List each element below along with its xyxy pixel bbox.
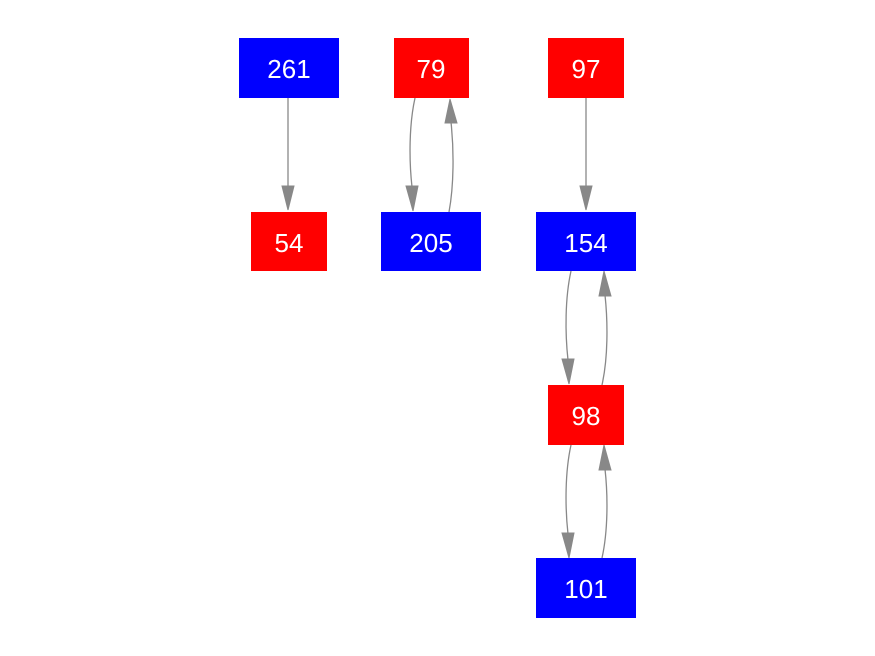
edge-79-205 — [405, 97, 419, 212]
edge-101-98 — [598, 444, 612, 559]
node-261: 261 — [239, 38, 339, 98]
node-label: 98 — [572, 401, 601, 431]
node-79: 79 — [394, 38, 469, 98]
node-97: 97 — [548, 38, 624, 98]
node-98: 98 — [548, 385, 624, 445]
edge-97-154 — [579, 98, 593, 211]
node-54: 54 — [251, 212, 327, 271]
node-label: 101 — [564, 574, 607, 604]
edge-154-98 — [561, 270, 575, 385]
node-label: 154 — [564, 228, 607, 258]
edge-98-101 — [561, 444, 575, 559]
node-label: 261 — [267, 54, 310, 84]
node-label: 205 — [409, 228, 452, 258]
node-101: 101 — [536, 558, 636, 618]
edge-205-79 — [444, 98, 458, 213]
edge-98-154 — [598, 270, 612, 386]
edge-261-54 — [281, 98, 295, 211]
node-label: 54 — [275, 228, 304, 258]
node-205: 205 — [381, 212, 481, 271]
node-label: 79 — [417, 54, 446, 84]
node-154: 154 — [536, 212, 636, 271]
node-label: 97 — [572, 54, 601, 84]
